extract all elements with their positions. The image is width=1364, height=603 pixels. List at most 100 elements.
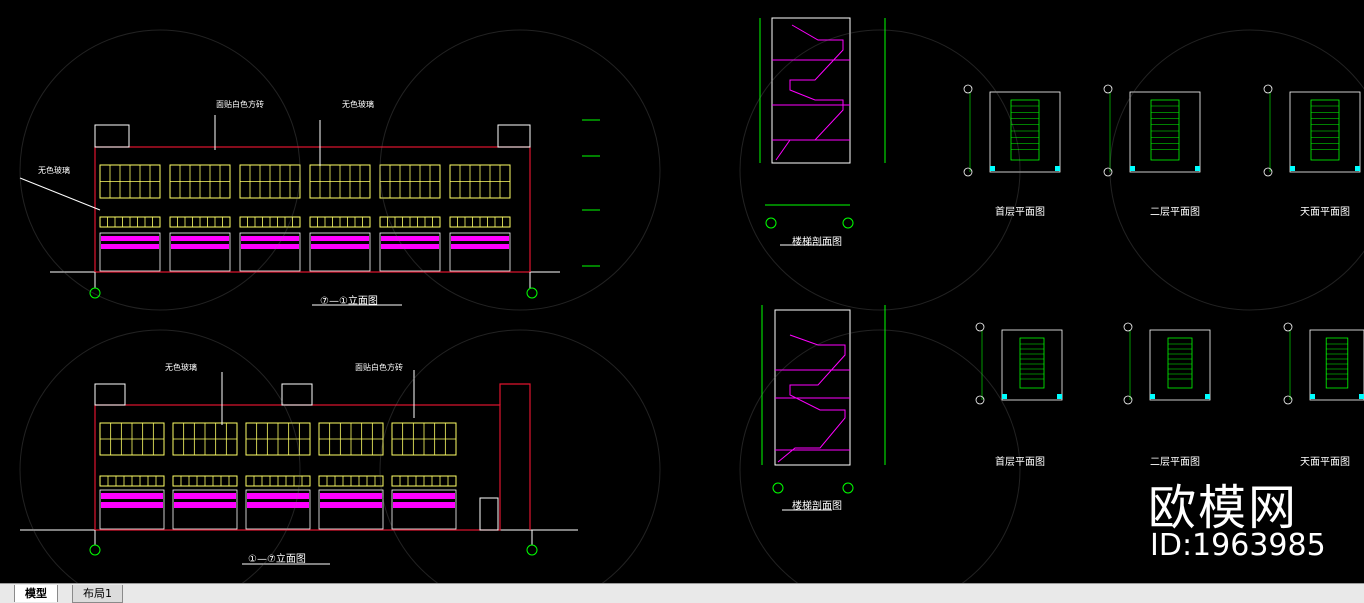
stair-plans — [963, 84, 1364, 405]
column-mark — [990, 166, 995, 171]
magenta-band — [174, 493, 236, 499]
shop-front — [379, 232, 441, 272]
magenta-band — [241, 244, 299, 249]
axis-bubble — [765, 217, 777, 229]
elev-a-label-right: 无色玻璃 — [342, 100, 374, 109]
magenta-band — [311, 244, 369, 249]
stair-section-bottom — [761, 305, 886, 511]
elevation-b — [20, 370, 578, 565]
section-title-bottom: 楼梯剖面图 — [792, 501, 842, 512]
stair-outline — [1325, 337, 1349, 389]
elev-a-label-left: 无色玻璃 — [38, 166, 70, 175]
stair-outline — [1150, 99, 1180, 161]
stair-outline — [1167, 337, 1193, 389]
axis-bubble — [975, 395, 985, 405]
column-mark — [1290, 166, 1295, 171]
watermark-id: ID:1963985 — [1150, 528, 1326, 563]
shop-front — [391, 489, 457, 530]
cad-drawing — [19, 17, 1364, 583]
axis-bubble — [1263, 84, 1273, 94]
elev-b-label-right: 面贴白色方砖 — [355, 363, 403, 372]
axis-bubble — [89, 544, 101, 556]
magenta-band — [381, 244, 439, 249]
axis-bubble — [975, 322, 985, 332]
shop-front — [172, 489, 238, 530]
shop-front — [239, 232, 301, 272]
column-mark — [1130, 166, 1135, 171]
elev-b-label-left: 无色玻璃 — [165, 363, 197, 372]
magenta-band — [320, 502, 382, 508]
column-mark — [1359, 394, 1364, 399]
axis-bubble — [1283, 395, 1293, 405]
axis-bubble — [772, 482, 784, 494]
elev-a-label-mid: 面贴白色方砖 — [216, 100, 264, 109]
stair-outline — [1019, 337, 1045, 389]
shop-front — [245, 489, 311, 530]
shop-front — [309, 232, 371, 272]
axis-bubble — [842, 217, 854, 229]
plan-outline — [1001, 329, 1063, 401]
axis-bubble — [1123, 322, 1133, 332]
axis-bubble — [89, 287, 101, 299]
column-mark — [1002, 394, 1007, 399]
magenta-band — [171, 236, 229, 241]
axis-bubble — [526, 287, 538, 299]
axis-bubble — [1283, 322, 1293, 332]
axis-bubble — [1263, 167, 1273, 177]
magenta-band — [451, 244, 509, 249]
magenta-band — [311, 236, 369, 241]
magenta-band — [247, 502, 309, 508]
shop-front — [169, 232, 231, 272]
axis-bubble — [842, 482, 854, 494]
tab-model[interactable]: 模型 — [14, 585, 58, 602]
column-mark — [1055, 166, 1060, 171]
plan-outline — [1289, 91, 1361, 173]
axis-bubble — [526, 544, 538, 556]
stair-section-top — [759, 17, 886, 246]
magenta-band — [174, 502, 236, 508]
drawing-canvas[interactable]: 无色玻璃 面贴白色方砖 无色玻璃 ⑦—①立面图 无色玻璃 面贴白色方砖 ①—⑦立… — [0, 0, 1364, 583]
watermark-brand: 欧模网 — [1148, 480, 1299, 536]
stair-outline — [1010, 99, 1040, 161]
shop-front — [99, 489, 165, 530]
magenta-band — [101, 502, 163, 508]
stair-outline — [1310, 99, 1340, 161]
plan-title: 天面平面图 — [1300, 207, 1350, 218]
plan-title: 二层平面图 — [1150, 207, 1200, 218]
layout-tab-bar: 模型 布局1 — [0, 583, 1364, 603]
magenta-band — [171, 244, 229, 249]
axis-bubble — [963, 167, 973, 177]
plan-title: 首层平面图 — [995, 457, 1045, 468]
shop-front — [449, 232, 511, 272]
column-mark — [1057, 394, 1062, 399]
magenta-band — [101, 493, 163, 499]
column-mark — [1195, 166, 1200, 171]
watermark-arcs — [19, 29, 1364, 583]
axis-bubble — [1103, 167, 1113, 177]
magenta-band — [393, 493, 455, 499]
magenta-band — [247, 493, 309, 499]
tab-layout1[interactable]: 布局1 — [72, 585, 123, 603]
magenta-band — [451, 236, 509, 241]
column-mark — [1150, 394, 1155, 399]
plan-outline — [1309, 329, 1364, 401]
section-title-top: 楼梯剖面图 — [792, 237, 842, 248]
shop-front — [318, 489, 384, 530]
plan-title: 二层平面图 — [1150, 457, 1200, 468]
elev-b-title: ①—⑦立面图 — [248, 554, 306, 565]
magenta-band — [101, 236, 159, 241]
axis-bubble — [963, 84, 973, 94]
plan-title: 首层平面图 — [995, 207, 1045, 218]
elevation-a — [19, 115, 600, 306]
plan-outline — [1129, 91, 1201, 173]
column-mark — [1205, 394, 1210, 399]
plan-outline — [989, 91, 1061, 173]
plan-outline — [1149, 329, 1211, 401]
magenta-band — [101, 244, 159, 249]
column-mark — [1310, 394, 1315, 399]
axis-bubble — [1123, 395, 1133, 405]
shop-front — [99, 232, 161, 272]
magenta-band — [320, 493, 382, 499]
magenta-band — [381, 236, 439, 241]
column-mark — [1355, 166, 1360, 171]
